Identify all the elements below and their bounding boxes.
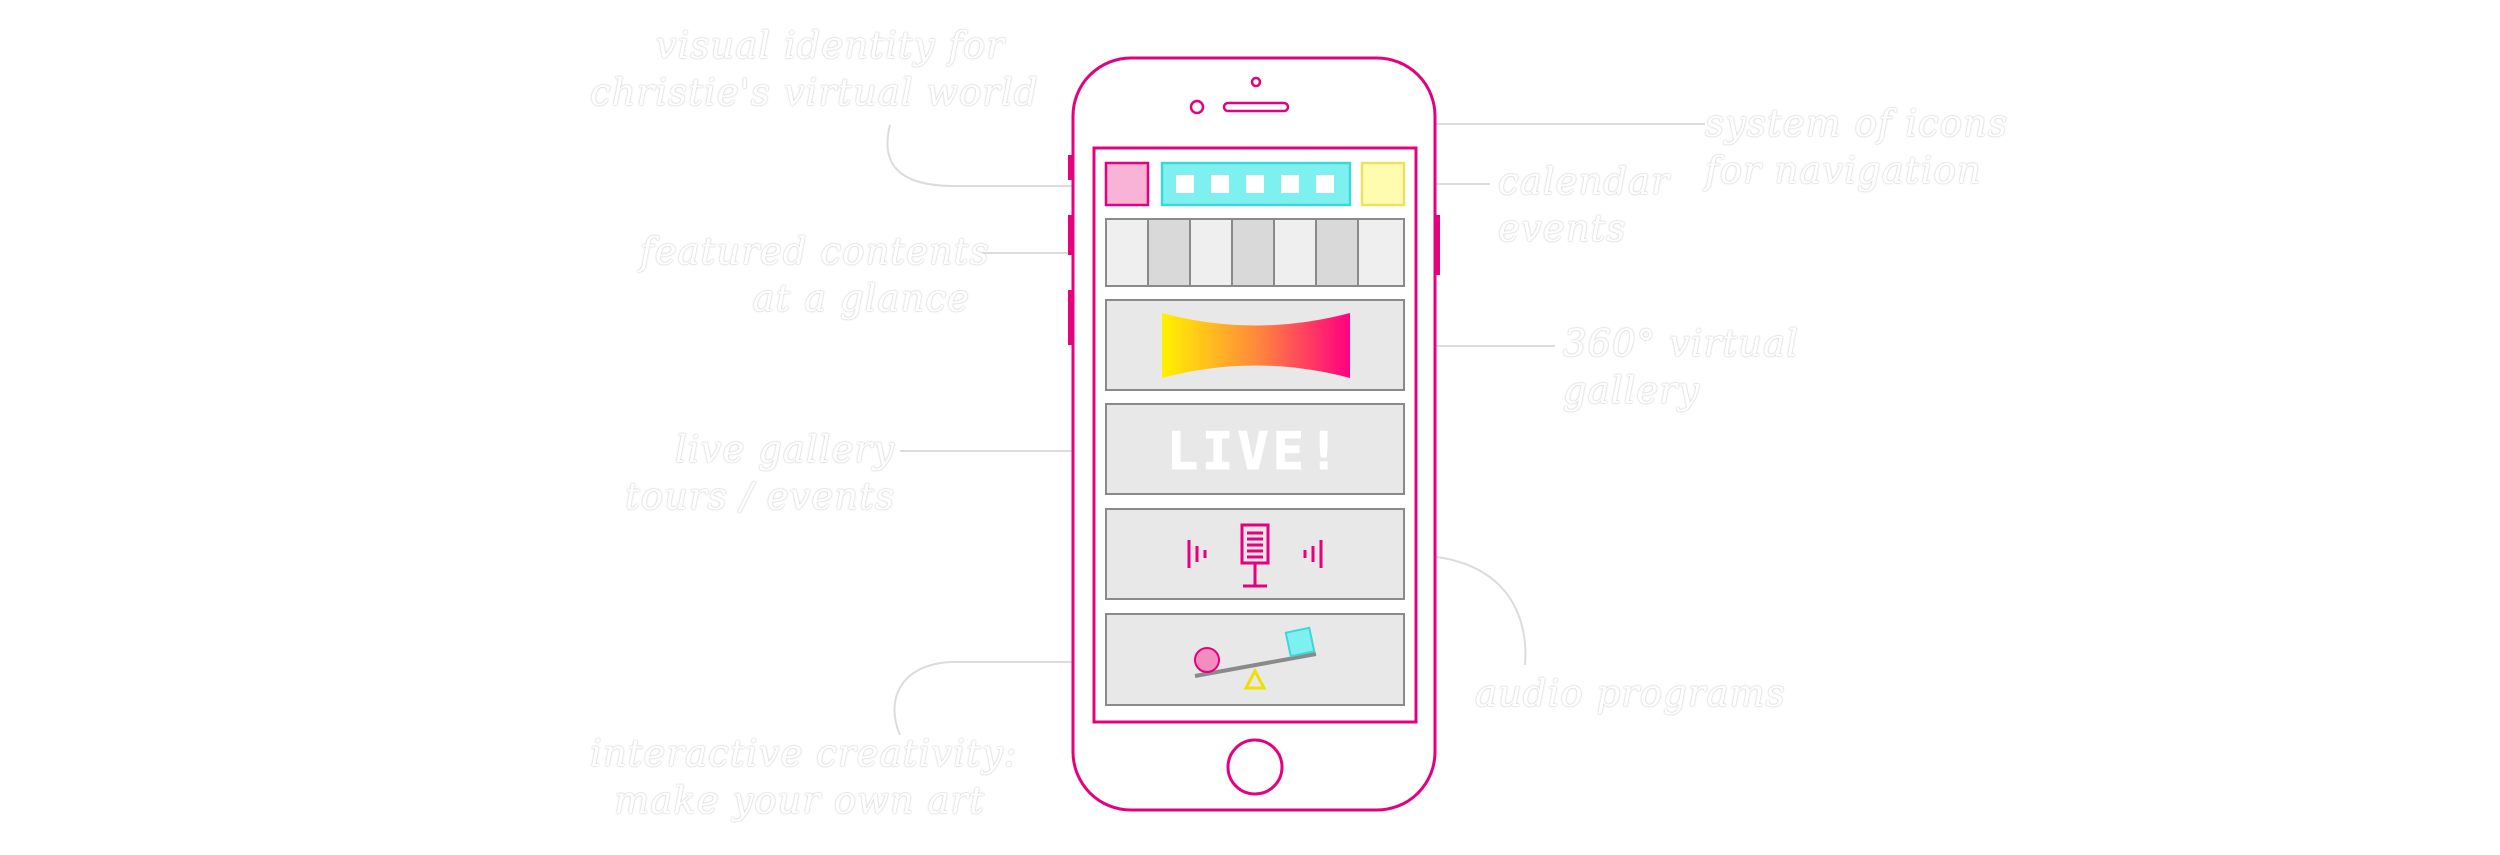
proximity-sensor [1250, 76, 1262, 88]
leader-interactive [893, 661, 1110, 736]
annotation-line: at a glance [752, 277, 970, 320]
audio-tile[interactable] [1105, 508, 1405, 600]
nav-icon-3 [1246, 175, 1264, 193]
annotation-line: events [1498, 207, 1627, 250]
annotation-line: for navigation [1705, 149, 1982, 192]
interactive-tile[interactable] [1105, 613, 1405, 706]
nav-icon-2 [1211, 175, 1229, 193]
annotation-line: gallery [1563, 369, 1700, 412]
calendar-tile[interactable] [1360, 161, 1406, 207]
annotation-line: calendar [1498, 160, 1670, 203]
leader-visual-identity [886, 124, 1100, 187]
annotation-line: featured contents [640, 230, 990, 273]
logo-tile[interactable] [1104, 161, 1150, 207]
annotation-360: 360° virtual gallery [1563, 320, 1813, 414]
annotation-line: tours / events [624, 475, 895, 518]
featured-strip[interactable] [1105, 218, 1405, 287]
featured-cell-7 [1357, 218, 1405, 287]
featured-cell-6 [1315, 218, 1359, 287]
seesaw-icon [1194, 626, 1317, 690]
interactive-frame [1105, 613, 1405, 706]
featured-cell-1 [1105, 218, 1149, 287]
annotation-line: christie's virtual world [590, 71, 1039, 114]
annotation-interactive: interactive creativity: make your own ar… [590, 730, 1018, 824]
nav-icons [1176, 175, 1334, 193]
live-tile[interactable]: LIVE! [1105, 403, 1405, 495]
annotation-line: interactive creativity: [590, 732, 1018, 775]
top-bar [1104, 161, 1406, 207]
featured-cell-3 [1189, 218, 1233, 287]
annotation-line: live gallery [674, 428, 895, 471]
camera-icon [1189, 99, 1205, 115]
nav-icon-4 [1281, 175, 1299, 193]
featured-cell-5 [1273, 218, 1317, 287]
annotation-featured: featured contents at a glance [640, 228, 990, 322]
annotation-icon-system: system of icons for navigation [1705, 100, 2035, 194]
microphone-icon [1187, 523, 1323, 588]
panorama-icon [1162, 313, 1350, 378]
nav-icon-5 [1316, 175, 1334, 193]
annotation-line: visual identity for [655, 24, 1005, 67]
live-label: LIVE! [1167, 422, 1344, 482]
annotation-visual-identity: visual identity for christie's virtual w… [590, 22, 1039, 116]
home-button[interactable] [1226, 738, 1284, 796]
speaker-icon [1222, 101, 1290, 113]
annotation-audio: audio programs [1475, 670, 1786, 717]
gallery-360-tile[interactable] [1105, 299, 1405, 391]
annotation-live: live gallery tours / events [620, 426, 895, 520]
annotation-line: audio programs [1475, 672, 1786, 715]
live-frame [1105, 403, 1405, 495]
annotation-line: make your own art [614, 779, 985, 822]
featured-cell-4 [1231, 218, 1275, 287]
annotation-line: 360° virtual [1563, 322, 1799, 365]
featured-cell-2 [1147, 218, 1191, 287]
annotation-calendar: calendar events [1498, 158, 1718, 252]
nav-icon-1 [1176, 175, 1194, 193]
annotation-line: system of icons [1705, 102, 2008, 145]
